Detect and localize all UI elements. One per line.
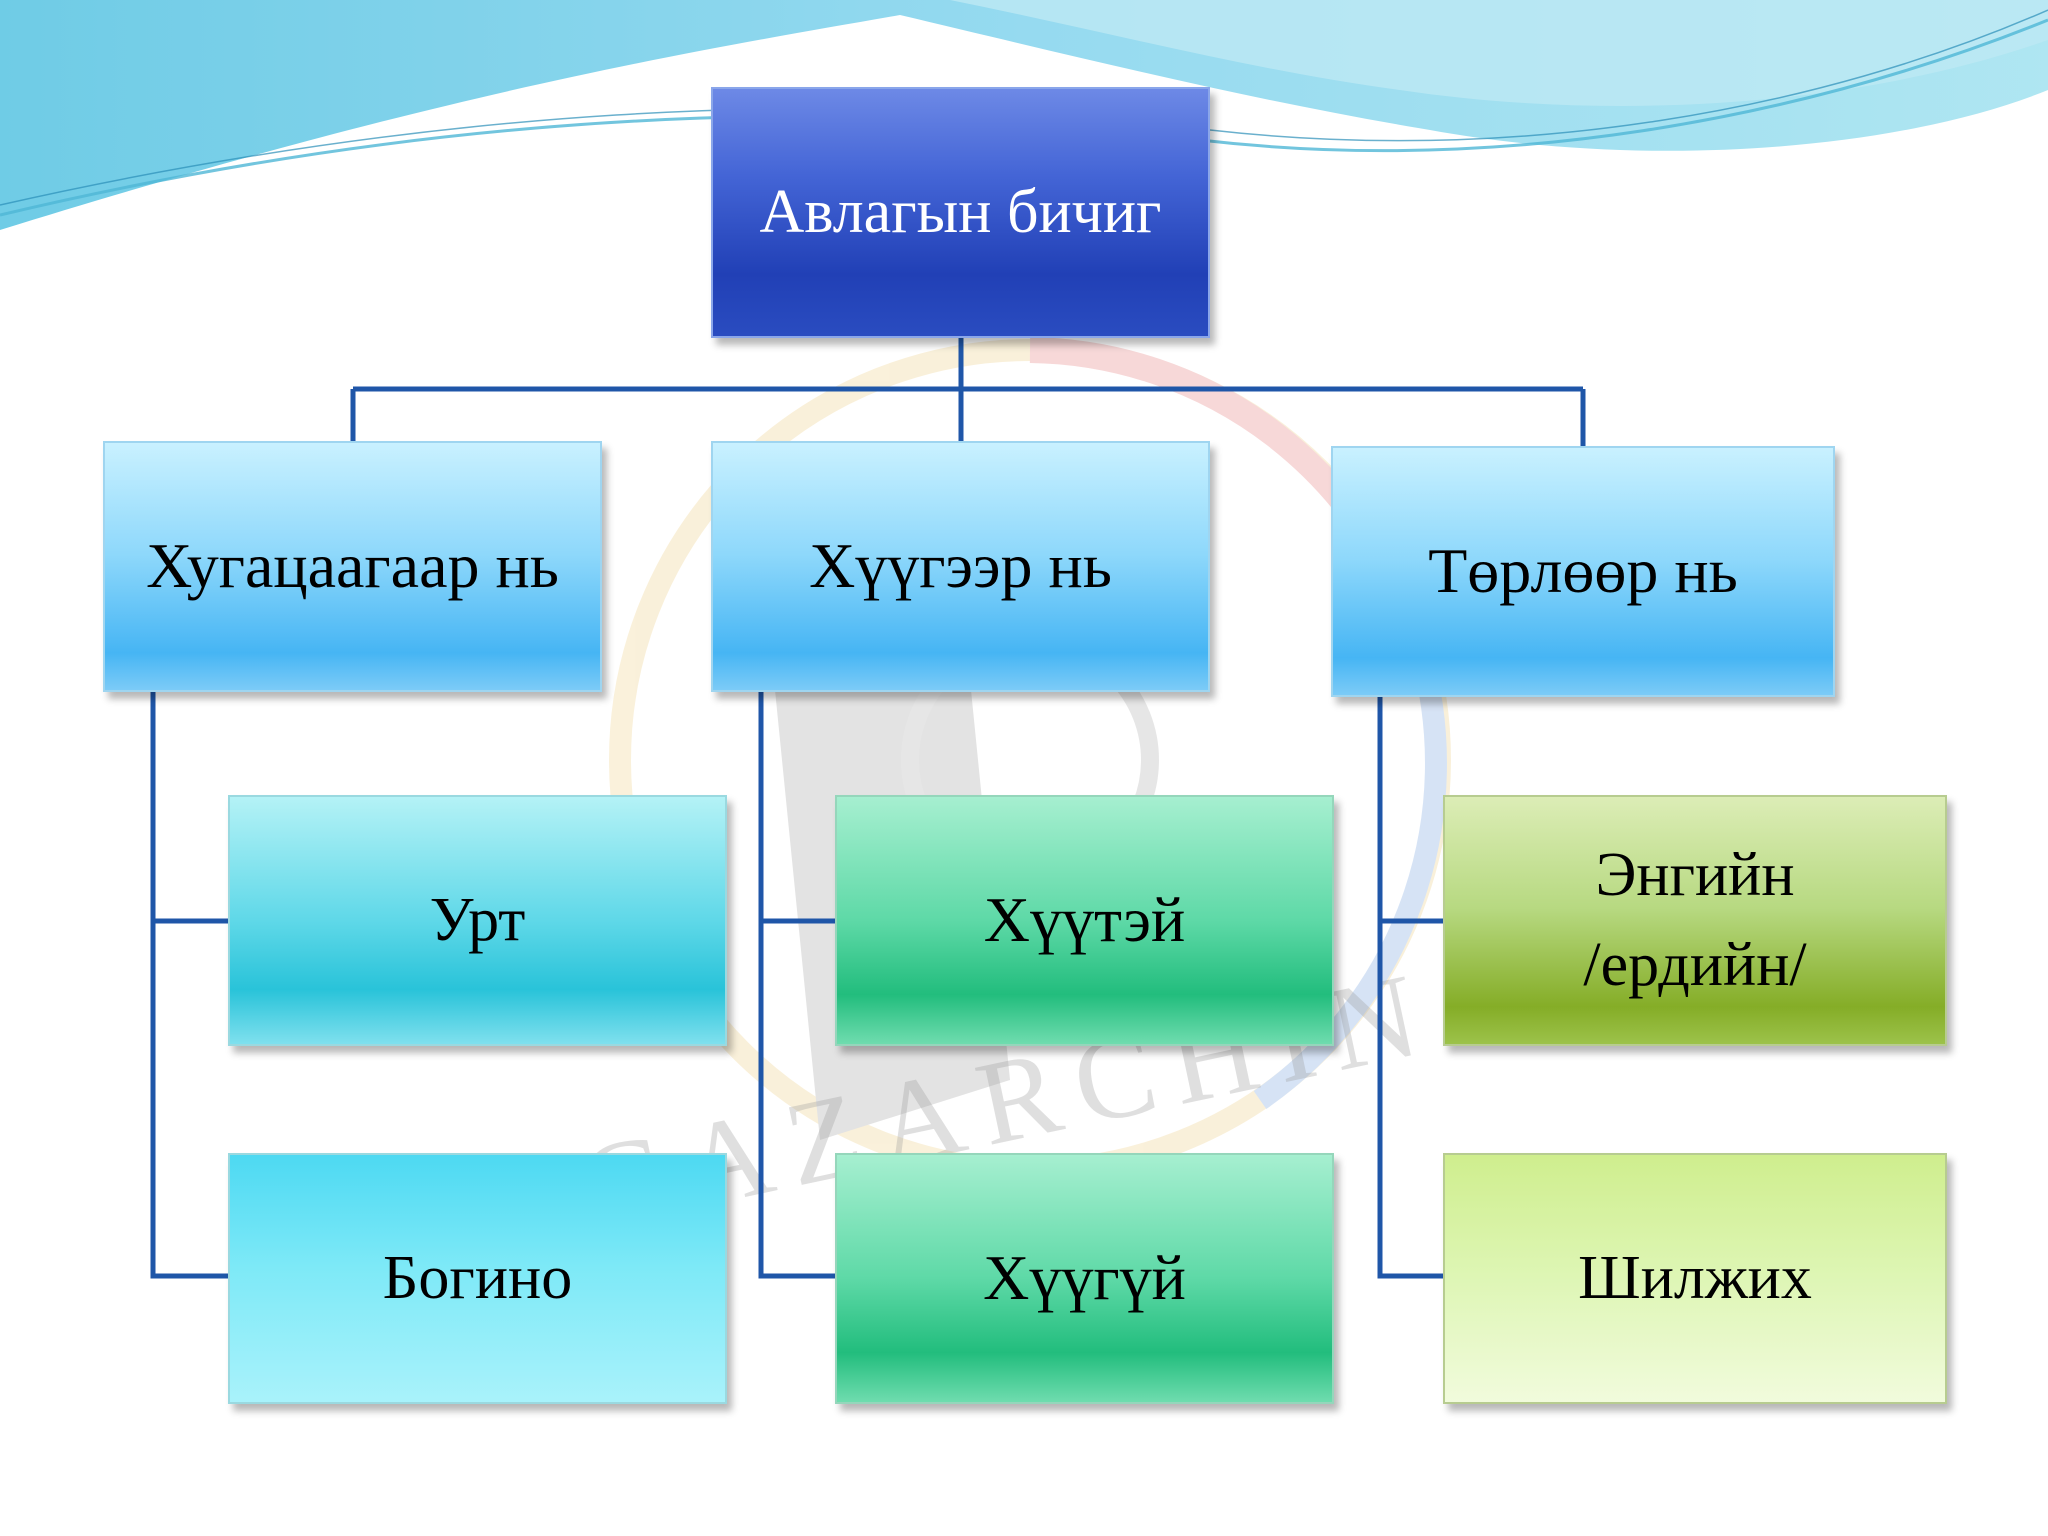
connector-category-1-children <box>150 689 228 1279</box>
connector-category-3-children <box>1377 696 1443 1279</box>
root-box: Авлагын бичиг <box>711 87 1210 338</box>
child-label-without-interest: Хүүгүй <box>983 1242 1186 1314</box>
child-box-transferable: Шилжих <box>1443 1153 1947 1404</box>
child-label-long: Урт <box>429 885 526 954</box>
category-label-time: Хугацаагаар нь <box>146 530 559 602</box>
child-label-transferable: Шилжих <box>1578 1243 1812 1312</box>
child-label-with-interest: Хүүтэй <box>983 884 1186 956</box>
root-label: Авлагын бичиг <box>759 177 1162 246</box>
child-box-with-interest: Хүүтэй <box>835 795 1334 1046</box>
category-label-interest: Хүүгээр нь <box>809 530 1112 602</box>
category-label-type: Төрлөөр нь <box>1428 535 1738 607</box>
category-box-interest: Хүүгээр нь <box>711 441 1210 692</box>
child-box-long: Урт <box>228 795 727 1046</box>
child-box-without-interest: Хүүгүй <box>835 1153 1334 1404</box>
category-box-time: Хугацаагаар нь <box>103 441 602 692</box>
child-label-short: Богино <box>382 1243 573 1312</box>
child-box-ordinary: Энгийн /ердийн/ <box>1443 795 1947 1046</box>
child-label-ordinary: Энгийн /ердийн/ <box>1583 840 1807 999</box>
child-box-short: Богино <box>228 1153 727 1404</box>
connector-category-2-children <box>758 689 835 1279</box>
category-box-type: Төрлөөр нь <box>1331 446 1835 697</box>
